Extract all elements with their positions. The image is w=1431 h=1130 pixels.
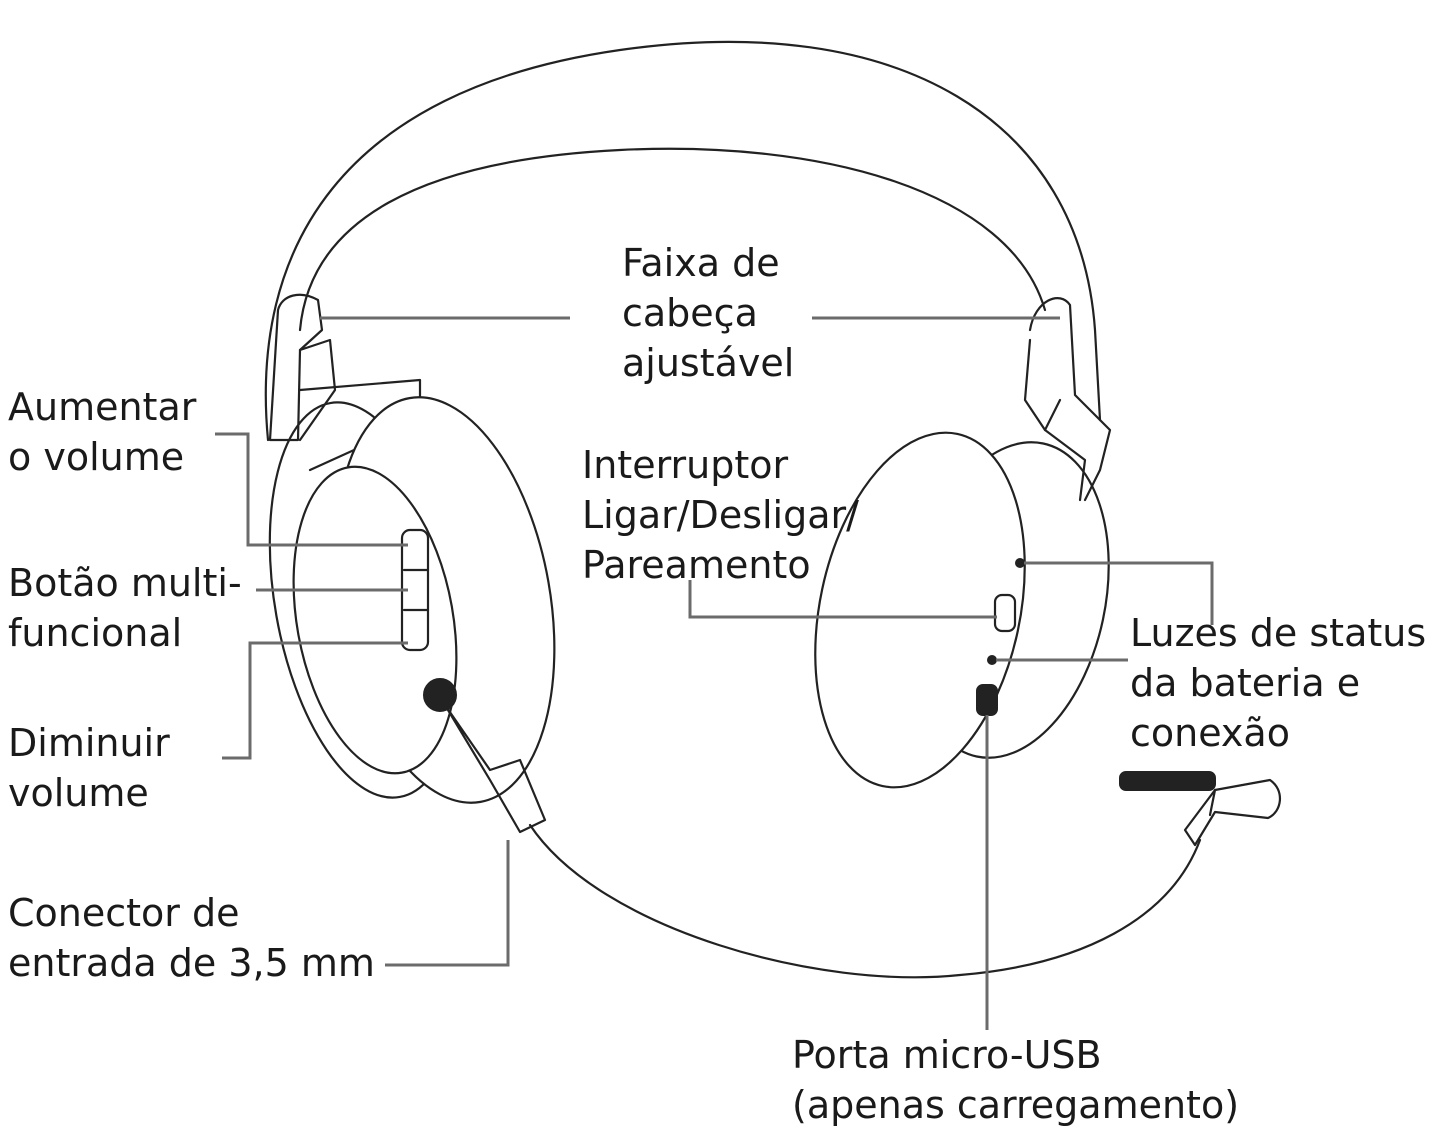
- right-power-switch: [993, 593, 1017, 633]
- headband-outer: [264, 40, 1102, 442]
- audio-cable: [528, 823, 1202, 979]
- leader-audio-jack: [385, 840, 510, 967]
- jack-plug: [443, 703, 547, 834]
- label-multifunction-button: Botão multi- funcional: [8, 561, 242, 655]
- left-slider: [268, 293, 324, 442]
- right-status-led-top: [1015, 558, 1025, 568]
- label-volume-up: Aumentar o volume: [8, 385, 197, 479]
- right-status-led-bottom: [987, 655, 997, 665]
- right-usb-port: [976, 684, 998, 716]
- leader-volume-down: [222, 641, 408, 760]
- label-volume-down: Diminuir volume: [8, 721, 170, 815]
- leader-status-led-top: [1024, 561, 1214, 625]
- headband-inner: [298, 147, 1047, 332]
- label-headband: Faixa de cabeça ajustável: [622, 241, 795, 385]
- cable-plug: [1183, 778, 1281, 847]
- label-micro-usb: Porta micro-USB (apenas carregamento): [792, 1033, 1240, 1127]
- right-earpad: [814, 431, 1026, 789]
- label-status-lights: Luzes de status da bateria e conexão: [1130, 611, 1427, 755]
- leader-power-switch: [688, 580, 997, 619]
- label-power-switch: Interruptor Ligar/Desligar/ Pareamento: [582, 443, 859, 587]
- leader-volume-up: [215, 432, 408, 547]
- left-jack-socket: [423, 678, 457, 712]
- label-audio-jack: Conector de entrada de 3,5 mm: [8, 891, 375, 985]
- left-earcup-plate: [292, 465, 458, 775]
